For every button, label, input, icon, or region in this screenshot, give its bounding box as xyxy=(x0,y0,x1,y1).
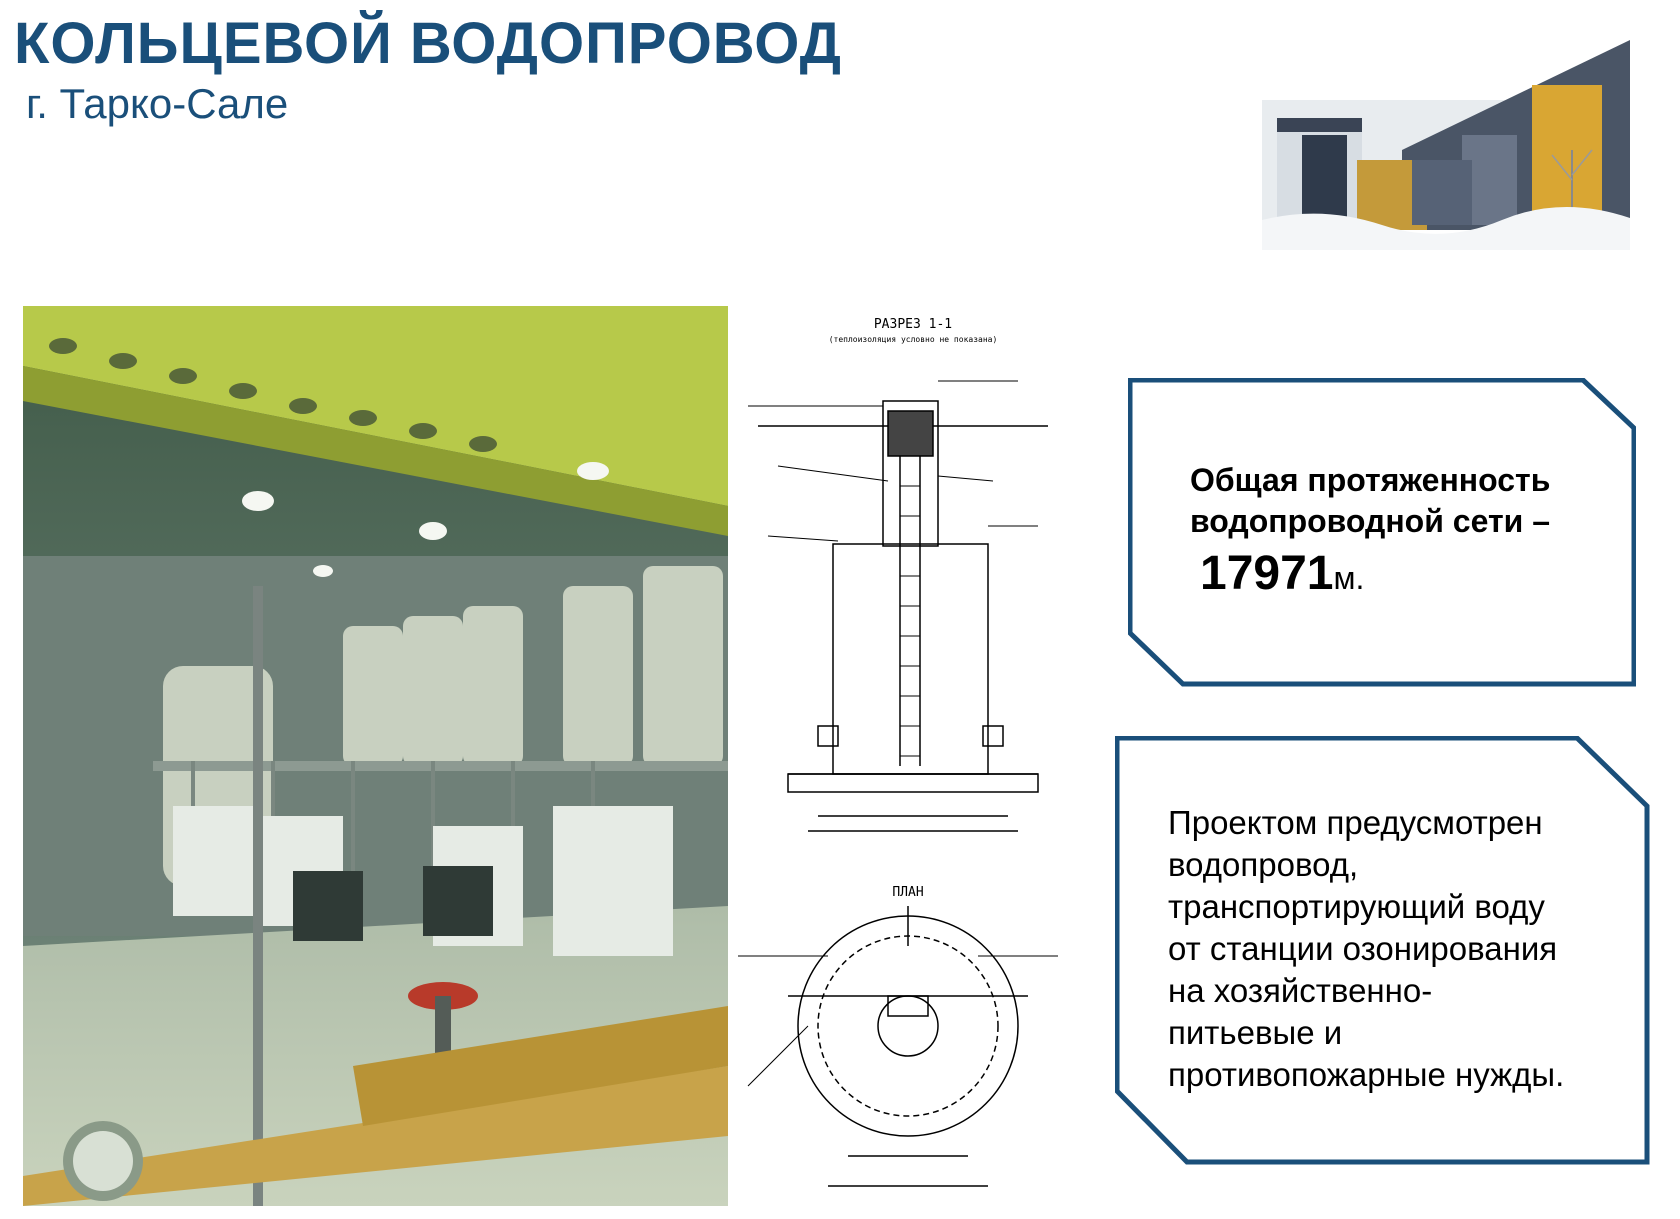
section-title: РАЗРЕЗ 1-1 xyxy=(874,317,952,332)
technical-drawing: РАЗРЕЗ 1-1 (теплоизоляция условно не пок… xyxy=(728,306,1068,1216)
length-value-row: 17971м. xyxy=(1200,546,1550,601)
page-subtitle: г. Тарко-Сале xyxy=(26,80,289,127)
info-box-description-frame xyxy=(1115,736,1650,1165)
project-description: Проектом предусмотрен водопровод, трансп… xyxy=(1168,804,1565,1093)
plan-title: ПЛАН xyxy=(892,885,923,900)
water-station-interior-photo xyxy=(23,306,728,1206)
info-box-length-frame xyxy=(1128,378,1636,687)
length-unit: м. xyxy=(1333,560,1365,596)
length-label-line2: водопроводной сети – xyxy=(1190,503,1550,539)
length-value: 17971 xyxy=(1200,547,1334,600)
section-note: (теплоизоляция условно не показана) xyxy=(829,335,998,344)
building-render-image xyxy=(1262,40,1630,250)
page-title: КОЛЬЦЕВОЙ ВОДОПРОВОД xyxy=(14,11,842,76)
length-label-line1: Общая протяженность xyxy=(1190,462,1551,498)
info-box-length: Общая протяженность водопроводной сети –… xyxy=(1190,460,1550,601)
